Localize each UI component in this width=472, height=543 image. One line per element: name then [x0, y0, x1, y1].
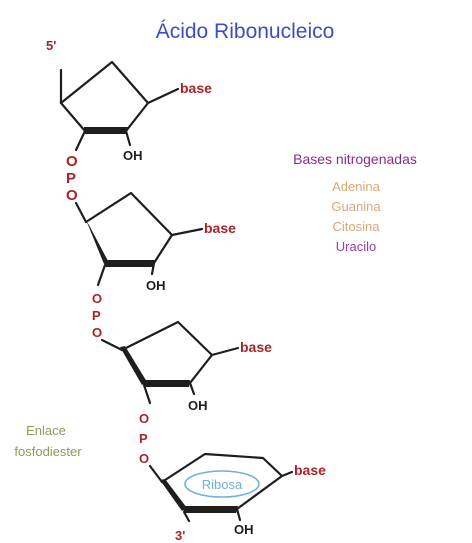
sugar-ring-3-base-bond [210, 346, 240, 357]
legend-item-citosina: Citosina [333, 219, 381, 234]
legend-item-guanina: Guanina [331, 199, 381, 214]
sugar-ring-2-o-bond [96, 263, 107, 287]
sugar-ring-2-left-bond [86, 220, 108, 264]
base-label-4: base [294, 462, 326, 478]
sugar-ring-3-front-bond [143, 380, 190, 387]
oh-label-1: OH [123, 148, 143, 163]
phosphate-group-3: O P O [139, 411, 149, 466]
sugar-ring-1-base-bond [146, 87, 180, 105]
sugar-ring-4-left-bond [160, 479, 187, 511]
legend-bases: Bases nitrogenadas Adenina Guanina Citos… [293, 151, 417, 254]
sugar-ring-3-oh-bond [188, 381, 196, 396]
sugar-ring-1 [59, 60, 180, 152]
sugar-ring-4-front-bond [183, 506, 238, 513]
sugar-ring-1-o-bond [74, 129, 87, 152]
phosphate-1-p: P [66, 170, 76, 187]
phosphate-group-2: O P O [92, 291, 102, 340]
sugar-ring-1-front-bond [84, 127, 128, 134]
sugar-ring-1-left [59, 101, 87, 133]
diagram-title: Ácido Ribonucleico [156, 20, 335, 43]
sugar-ring-4-3prime-bond [182, 510, 191, 523]
five-prime-label: 5' [46, 38, 56, 53]
enlace-label-line2: fosfodiester [14, 444, 82, 459]
phosphate-3-o-top: O [139, 411, 149, 426]
phosphate-2-p: P [92, 308, 101, 323]
sugar-ring-3-left-bond [120, 346, 147, 385]
sugar-ring-1-back [59, 60, 150, 105]
phosphate-3-p: P [139, 431, 148, 446]
sugar-ring-1-right [124, 101, 150, 133]
base-label-3: base [240, 339, 272, 355]
legend-item-adenina: Adenina [332, 179, 380, 194]
oh-label-2: OH [146, 278, 166, 293]
ribosa-highlight [184, 470, 260, 498]
sugar-ring-2-right [152, 233, 174, 265]
base-label-2: base [204, 220, 236, 236]
three-prime-label: 3' [175, 528, 185, 543]
base-label-1: base [180, 80, 212, 96]
enlace-label-line1: Enlace [26, 423, 66, 438]
link-bond-2 [100, 338, 124, 352]
phosphate-3-o-bottom: O [139, 451, 149, 466]
sugar-ring-2-base-bond [170, 227, 204, 237]
legend-title: Bases nitrogenadas [293, 151, 417, 167]
oh-label-4: OH [234, 522, 254, 537]
sugar-ring-3-back [120, 320, 214, 357]
link-bond-1 [74, 201, 88, 224]
phosphate-1-o-bottom: O [66, 187, 78, 204]
ribosa-label: Ribosa [202, 477, 243, 492]
legend-item-uracilo: Uracilo [336, 239, 376, 254]
sugar-ring-2-oh-bond [150, 261, 156, 276]
link-bond-3 [148, 464, 164, 484]
phosphate-group-1: O P O [66, 153, 78, 204]
sugar-ring-3-o-bond [142, 383, 152, 405]
sugar-ring-2 [84, 191, 204, 287]
sugar-ring-4-back [160, 452, 284, 484]
sugar-ring-4-oh-bond [235, 507, 242, 522]
sugar-ring-2-front-bond [104, 260, 155, 267]
sugar-ring-3 [120, 320, 240, 405]
sugar-ring-2-back [84, 191, 174, 237]
sugar-ring-3-right [188, 353, 214, 385]
oh-label-3: OH [188, 398, 208, 413]
sugar-ring-4-right [235, 474, 284, 511]
sugar-ring-1-oh-bond [124, 129, 132, 147]
sugar-ring-4-base-bond [280, 470, 294, 478]
phosphate-2-o-top: O [92, 291, 102, 306]
sugar-ring-4 [160, 452, 294, 523]
phosphate-2-o-bottom: O [92, 325, 102, 340]
phosphate-1-o-top: O [66, 153, 78, 170]
